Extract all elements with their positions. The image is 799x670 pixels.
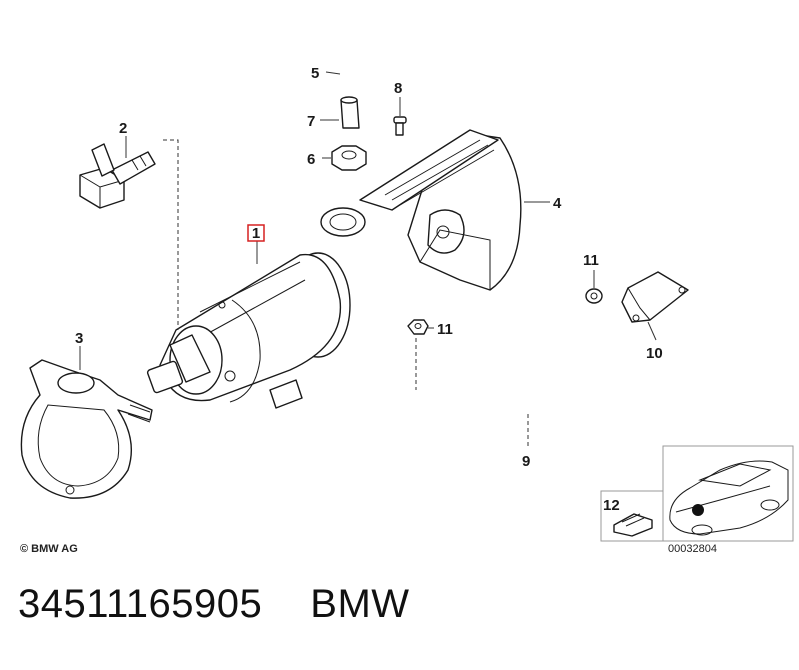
support-bracket-part xyxy=(320,129,522,291)
screw-part xyxy=(393,116,407,136)
part-number: 34511165905 xyxy=(18,582,263,626)
callout-8[interactable]: 8 xyxy=(394,80,402,97)
brand-name: BMW xyxy=(310,582,410,626)
hose-fitting-part xyxy=(79,143,156,209)
callout-12[interactable]: 12 xyxy=(603,497,620,514)
callout-11-upper[interactable]: 11 xyxy=(583,252,599,269)
callout-5[interactable]: 5 xyxy=(311,65,319,82)
location-inset: 12 00032804 xyxy=(600,445,794,555)
callout-7[interactable]: 7 xyxy=(307,113,315,130)
callout-1[interactable]: 1 xyxy=(252,225,260,242)
sleeve-part xyxy=(340,96,360,129)
small-bracket-part xyxy=(621,271,689,323)
car-silhouette xyxy=(669,460,789,536)
location-marker xyxy=(692,504,704,516)
inset-code: 00032804 xyxy=(668,543,717,555)
callout-6[interactable]: 6 xyxy=(307,151,315,168)
callout-2[interactable]: 2 xyxy=(119,120,127,137)
copyright: © BMW AG xyxy=(20,543,78,555)
nut-part-lower xyxy=(407,319,429,335)
callout-10[interactable]: 10 xyxy=(646,345,663,362)
part-1-highlight-box xyxy=(247,224,265,242)
callout-11-lower[interactable]: 11 xyxy=(437,321,453,338)
callout-9[interactable]: 9 xyxy=(522,453,530,470)
callout-3[interactable]: 3 xyxy=(75,330,83,347)
mounting-bracket-part xyxy=(20,359,153,499)
grommet-part xyxy=(331,145,367,171)
footer: 34511165905 BMW xyxy=(18,582,410,627)
leader-lines xyxy=(79,71,657,446)
pump-motor-part xyxy=(146,252,351,409)
nut-part-upper xyxy=(585,288,603,304)
callout-4[interactable]: 4 xyxy=(553,195,562,212)
